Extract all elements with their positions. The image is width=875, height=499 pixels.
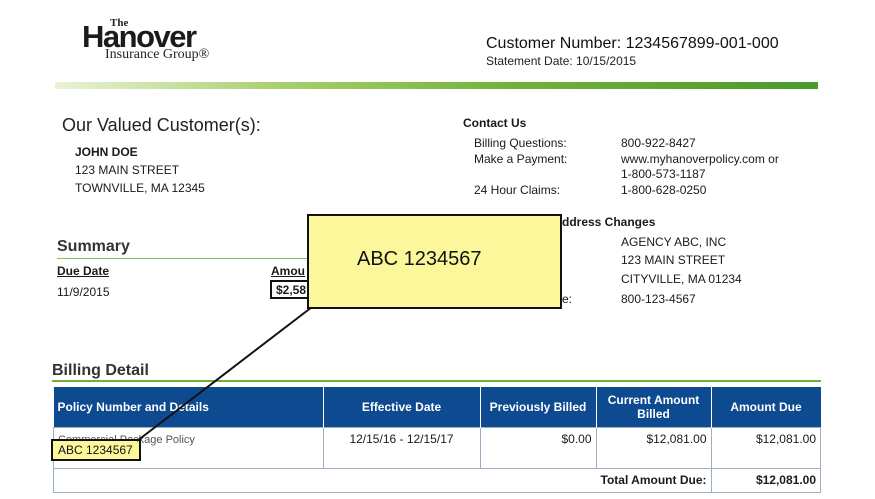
callout-text: ABC 1234567 bbox=[357, 248, 482, 270]
customer-city: TOWNVILLE, MA 12345 bbox=[75, 181, 205, 195]
effective-date-cell: 12/15/16 - 12/15/17 bbox=[322, 427, 481, 469]
header-divider bbox=[55, 82, 818, 89]
contact-label: Make a Payment: bbox=[474, 152, 568, 166]
total-label: Total Amount Due: bbox=[53, 468, 712, 493]
statement-date: Statement Date: 10/15/2015 bbox=[486, 54, 637, 68]
contact-title: Contact Us bbox=[463, 116, 527, 130]
greeting: Our Valued Customer(s): bbox=[62, 115, 261, 135]
logo-the: The bbox=[110, 17, 129, 29]
customer-street: 123 MAIN STREET bbox=[75, 163, 180, 177]
amount-label: Amou bbox=[271, 264, 305, 278]
total-row: Total Amount Due: $12,081.00 bbox=[53, 468, 821, 493]
amount-due-cell: $12,081.00 bbox=[710, 427, 821, 469]
agency-phone: 800-123-4567 bbox=[621, 292, 696, 306]
policy-number-highlight bbox=[51, 439, 141, 461]
summary-title: Summary bbox=[57, 238, 130, 255]
due-date-label: Due Date bbox=[57, 264, 110, 278]
contact-value: 1-800-573-1187 bbox=[621, 167, 706, 181]
agency-line: 123 MAIN STREET bbox=[621, 253, 726, 267]
logo-name: Hanover bbox=[82, 19, 197, 54]
amount-value: $2,58 bbox=[276, 283, 307, 297]
column-header: Policy Number and Details bbox=[53, 387, 324, 428]
billing-divider bbox=[52, 380, 821, 382]
logo-subtitle: Insurance Group® bbox=[105, 47, 210, 62]
customer-name: JOHN DOE bbox=[75, 145, 138, 159]
column-header: Current Amount Billed bbox=[596, 387, 712, 428]
contact-label: 24 Hour Claims: bbox=[474, 183, 561, 197]
agency-line: CITYVILLE, MA 01234 bbox=[621, 272, 742, 286]
due-date-value: 11/9/2015 bbox=[57, 285, 110, 299]
contact-value: 1-800-628-0250 bbox=[621, 183, 707, 197]
table-row: Commercial Package Policy 12/15/16 - 12/… bbox=[53, 427, 821, 469]
policy-number: ABC 1234567 bbox=[58, 443, 133, 457]
agency-phone-label: e: bbox=[562, 292, 573, 306]
agency-line: AGENCY ABC, INC bbox=[621, 235, 727, 249]
column-header: Amount Due bbox=[711, 387, 821, 428]
previously-billed-cell: $0.00 bbox=[479, 427, 597, 469]
summary-divider bbox=[57, 258, 307, 259]
column-header: Effective Date bbox=[323, 387, 481, 428]
address-changes-title: ddress Changes bbox=[562, 215, 656, 229]
total-value: $12,081.00 bbox=[710, 468, 821, 493]
current-billed-cell: $12,081.00 bbox=[595, 427, 712, 469]
billing-detail-title: Billing Detail bbox=[52, 362, 149, 379]
contact-label: Billing Questions: bbox=[474, 136, 567, 150]
contact-value[interactable]: www.myhanoverpolicy.com or bbox=[621, 152, 779, 166]
contact-value: 800-922-8427 bbox=[621, 136, 696, 150]
callout-line bbox=[136, 306, 313, 442]
customer-number: Customer Number: 1234567899-001-000 bbox=[486, 35, 779, 52]
column-header: Previously Billed bbox=[480, 387, 597, 428]
callout-box bbox=[307, 214, 562, 309]
billing-table: Policy Number and Details Effective Date… bbox=[53, 387, 821, 493]
